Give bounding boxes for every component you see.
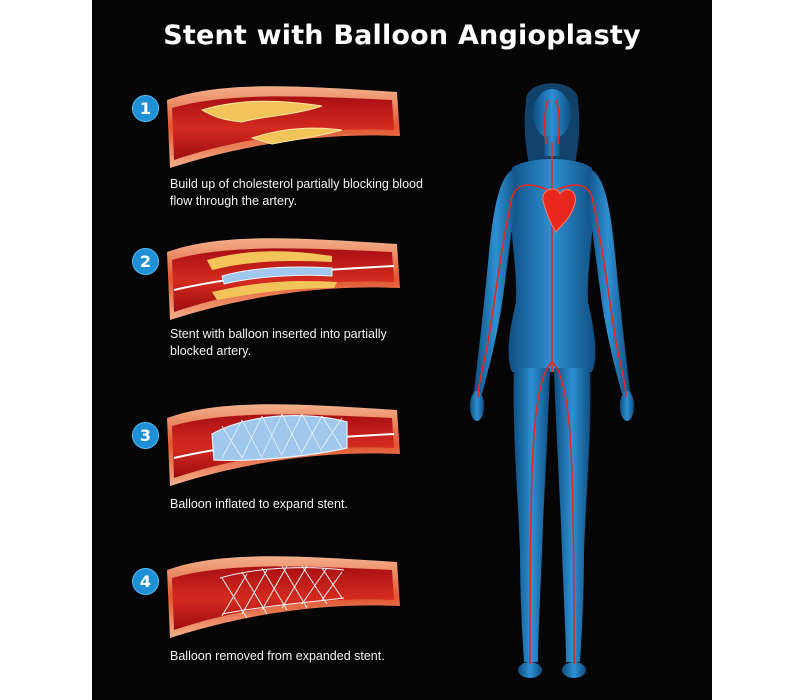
step-3-caption: Balloon inflated to expand stent. — [170, 497, 348, 511]
step-3-badge: 3 — [132, 422, 159, 449]
step-1-artery-illustration — [167, 86, 400, 168]
step-1-caption: Build up of cholesterol partially blocki… — [170, 177, 423, 208]
step-4-badge: 4 — [132, 568, 159, 595]
diagram-panel: Stent with Balloon Angioplasty 1 Build u… — [92, 0, 712, 700]
step-4-artery-illustration — [167, 556, 400, 638]
step-2-artery-illustration — [167, 238, 400, 320]
step-4-caption: Balloon removed from expanded stent. — [170, 649, 385, 663]
step-2-caption: Stent with balloon inserted into partial… — [170, 327, 387, 358]
human-body-circulatory-illustration — [470, 83, 634, 678]
step-2-badge: 2 — [132, 248, 159, 275]
step-1-badge: 1 — [132, 95, 159, 122]
diagram-title: Stent with Balloon Angioplasty — [163, 20, 641, 51]
step-3-artery-illustration — [167, 404, 400, 486]
